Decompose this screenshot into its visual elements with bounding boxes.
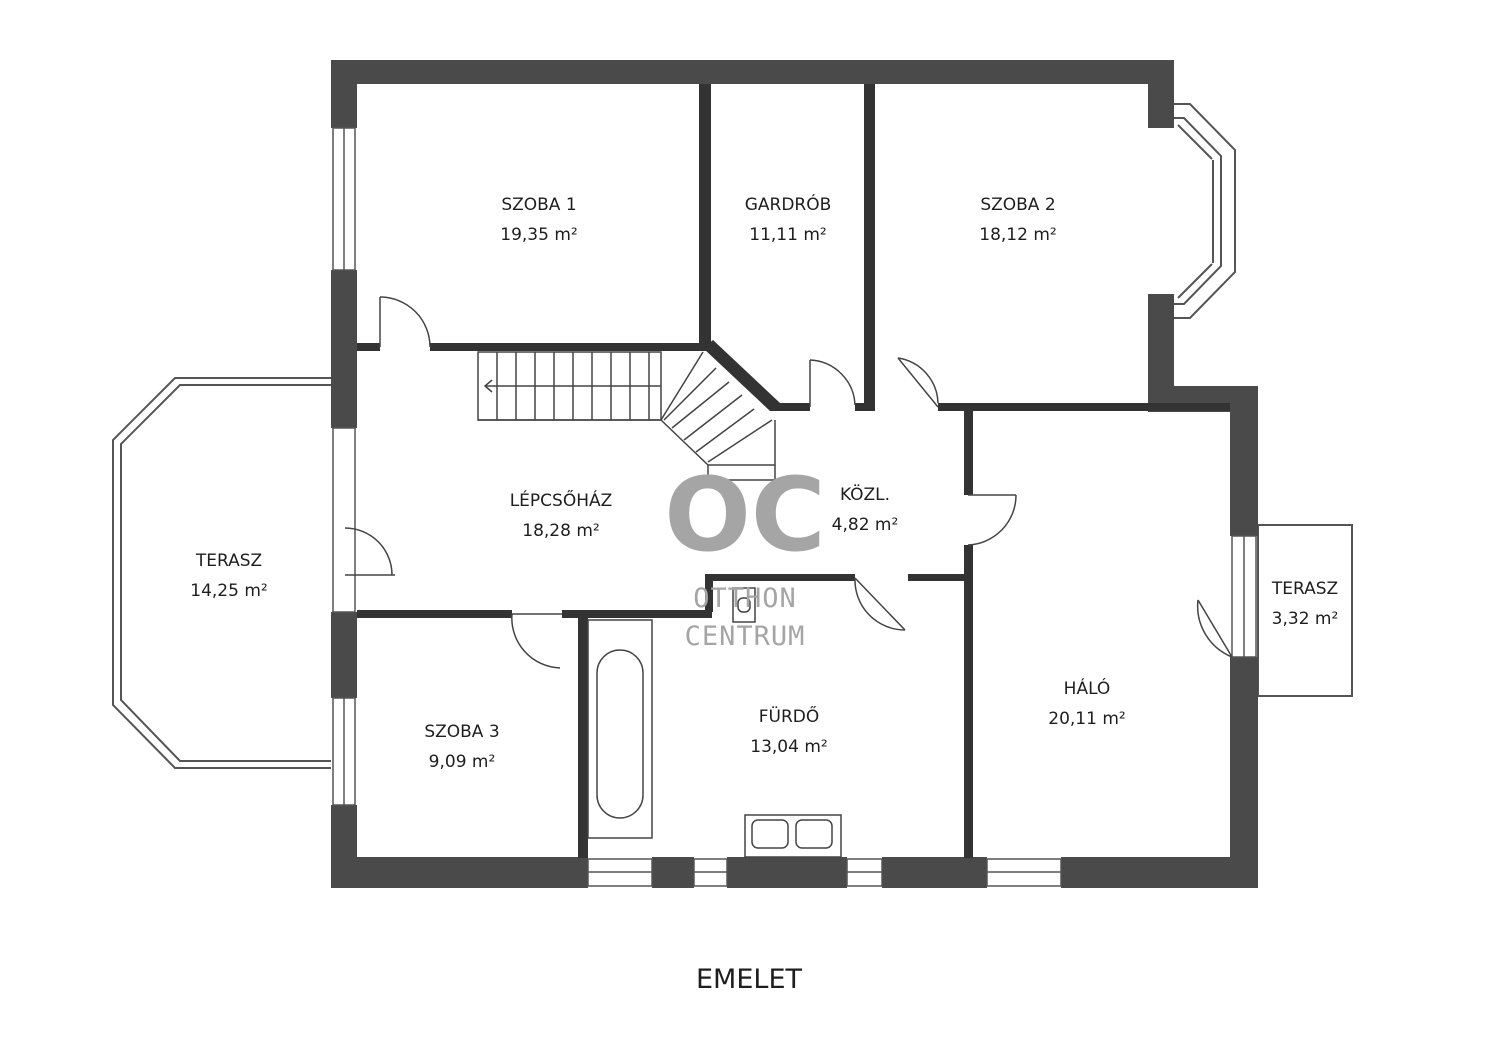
room-area-halo: 20,11 m²: [1048, 709, 1125, 729]
room-area-szoba-3: 9,09 m²: [429, 752, 496, 772]
watermark: OC OTTHON CENTRUM: [664, 456, 826, 652]
outer-walls: [331, 60, 1258, 888]
svg-text:OTTHON: OTTHON: [693, 583, 797, 614]
room-name-furdo: FÜRDŐ: [759, 705, 820, 727]
room-labels: SZOBA 1 19,35 m² GARDRÓB 11,11 m² SZOBA …: [190, 193, 1338, 772]
room-area-szoba-1: 19,35 m²: [500, 225, 577, 245]
room-name-szoba-2: SZOBA 2: [980, 195, 1055, 215]
room-name-halo: HÁLÓ: [1064, 677, 1111, 699]
room-name-kozl: KÖZL.: [840, 483, 890, 505]
room-name-gardrob: GARDRÓB: [745, 193, 832, 215]
room-name-szoba-1: SZOBA 1: [501, 195, 576, 215]
room-area-kozl: 4,82 m²: [832, 515, 899, 535]
bathroom-fixtures: [587, 587, 842, 858]
room-area-szoba-2: 18,12 m²: [979, 225, 1056, 245]
room-name-terasz-right: TERASZ: [1271, 579, 1338, 599]
staircase: [477, 351, 776, 481]
svg-text:CENTRUM: CENTRUM: [685, 621, 806, 652]
room-area-terasz-right: 3,32 m²: [1272, 609, 1339, 629]
room-area-gardrob: 11,11 m²: [749, 225, 826, 245]
terrace-outlines: [112, 377, 1353, 769]
doors: [344, 296, 1233, 669]
room-name-lepcsohaz: LÉPCSŐHÁZ: [510, 489, 613, 511]
room-area-terasz-left: 14,25 m²: [190, 581, 267, 601]
bay-window: [1172, 103, 1236, 319]
windows: [332, 127, 1257, 887]
room-name-szoba-3: SZOBA 3: [424, 722, 499, 742]
room-area-lepcsohaz: 18,28 m²: [522, 521, 599, 541]
svg-text:OC: OC: [664, 456, 826, 575]
interior-walls: [357, 84, 1230, 858]
floor-title: EMELET: [696, 964, 803, 995]
room-name-terasz-left: TERASZ: [195, 551, 262, 571]
room-area-furdo: 13,04 m²: [750, 737, 827, 757]
